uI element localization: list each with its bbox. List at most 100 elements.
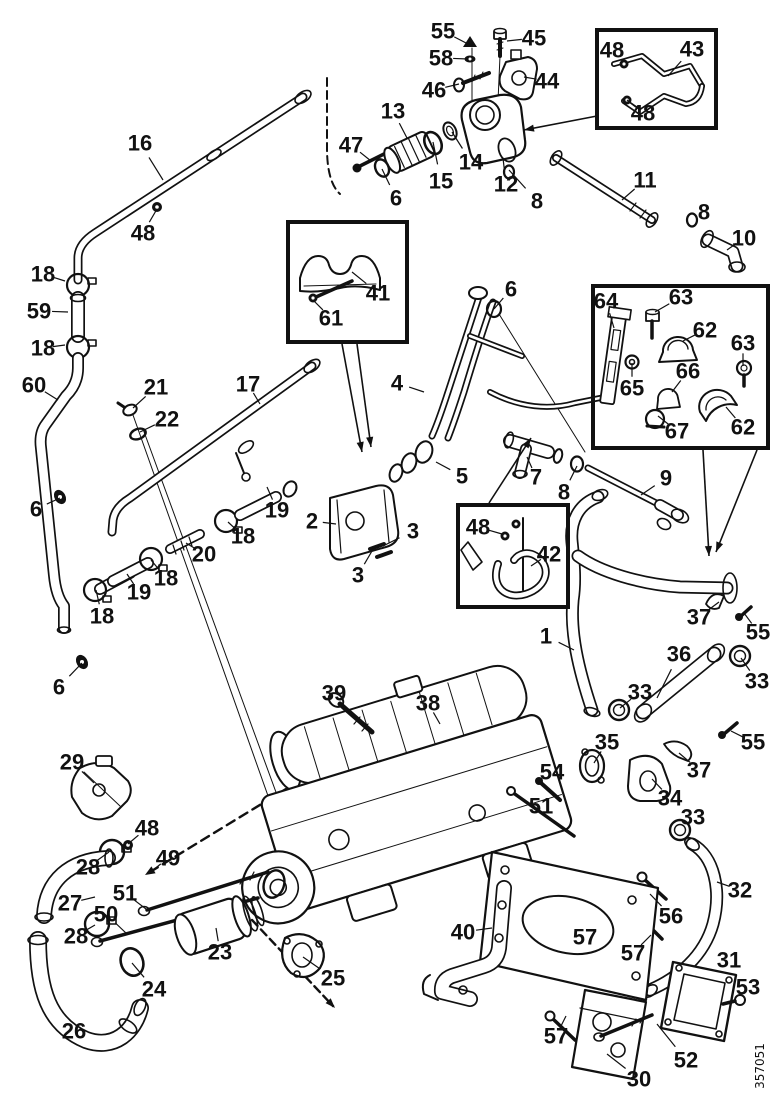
leader-line xyxy=(312,299,324,311)
part-17-pipe xyxy=(107,358,321,537)
leader-line xyxy=(84,924,96,932)
leader-line xyxy=(640,485,656,496)
pointer-arrowhead xyxy=(522,438,531,449)
leader-line xyxy=(671,380,682,393)
part-38-engine-assembly xyxy=(241,664,573,925)
callout-48: 48 xyxy=(466,515,490,540)
callout-31: 31 xyxy=(717,948,741,973)
callout-32: 32 xyxy=(728,878,752,903)
pointer-arrowhead xyxy=(356,441,364,452)
callout-45: 45 xyxy=(522,26,546,51)
parts-54-51-studs xyxy=(506,777,576,838)
bolt-51 xyxy=(145,870,270,912)
clamp-18 xyxy=(82,577,108,603)
leader-line xyxy=(488,529,503,535)
callout-8: 8 xyxy=(558,480,570,505)
leader-line xyxy=(626,99,637,108)
ring-33 xyxy=(668,818,692,842)
callout-7: 7 xyxy=(530,465,542,490)
parts-18-59-60 xyxy=(34,272,97,670)
leader-line xyxy=(97,851,110,861)
callout-13: 13 xyxy=(381,99,405,124)
callout-33: 33 xyxy=(745,669,769,694)
leader-line xyxy=(593,751,602,764)
leader-line xyxy=(127,834,139,845)
leader-line xyxy=(716,881,730,887)
bolt-57 xyxy=(550,1016,577,1042)
leader-line xyxy=(68,662,83,677)
callout-57: 57 xyxy=(621,941,645,966)
leader-line xyxy=(151,863,162,872)
callout-28: 28 xyxy=(76,855,100,880)
leader-line xyxy=(398,122,408,139)
callout-41: 41 xyxy=(366,281,390,306)
leader-line xyxy=(530,558,542,567)
pointer-line xyxy=(488,437,532,504)
inlet-23 xyxy=(173,895,265,956)
oring-22 xyxy=(129,427,147,441)
line-artwork xyxy=(27,27,753,1081)
mount-plate-and-bracket-40 xyxy=(421,850,660,1007)
leader-line xyxy=(302,956,320,970)
bracket-37 xyxy=(705,593,725,610)
callout-33: 33 xyxy=(681,805,705,830)
callout-65: 65 xyxy=(620,376,644,401)
bolt-55 xyxy=(739,605,753,618)
callout-38: 38 xyxy=(416,691,440,716)
leader-line xyxy=(725,406,736,419)
clamp-66 xyxy=(656,388,681,410)
callout-53: 53 xyxy=(736,975,760,1000)
callout-63: 63 xyxy=(669,285,693,310)
callout-37: 37 xyxy=(687,605,711,630)
leader-line xyxy=(609,312,615,329)
inset-box-bracket-43-detail xyxy=(595,28,718,130)
parts-7-8-9 xyxy=(503,431,690,531)
ring-33 xyxy=(728,644,752,668)
leader-line xyxy=(252,392,261,405)
leader-line xyxy=(432,141,439,165)
stud-51 xyxy=(510,790,576,838)
leader-line xyxy=(95,589,100,605)
leader-line xyxy=(656,668,672,699)
callout-50: 50 xyxy=(94,902,118,927)
callout-48: 48 xyxy=(131,221,155,246)
part-2-housing xyxy=(329,484,400,561)
parts-right-cluster xyxy=(578,593,753,842)
bolt-52 xyxy=(599,1013,654,1038)
leader-line xyxy=(621,188,636,201)
callout-54: 54 xyxy=(540,760,565,785)
oring-8 xyxy=(569,455,585,473)
oring-24b xyxy=(262,869,286,899)
leader-line xyxy=(126,573,135,585)
parts-11-8-10 xyxy=(549,150,746,273)
callout-18: 18 xyxy=(90,604,114,629)
callout-33: 33 xyxy=(628,680,652,705)
callout-6: 6 xyxy=(30,497,42,522)
leader-line xyxy=(139,424,156,433)
callout-64: 64 xyxy=(594,289,619,314)
clamp-62 xyxy=(698,388,738,422)
callout-15: 15 xyxy=(429,169,453,194)
parts-bottom-left xyxy=(27,755,325,1052)
callout-18: 18 xyxy=(231,524,255,549)
leader-line xyxy=(132,396,147,409)
callout-2: 2 xyxy=(306,509,318,534)
clamp-18 xyxy=(138,546,164,572)
construction-lines xyxy=(132,47,586,1008)
part-41-saddle-detail xyxy=(299,255,381,303)
clamp-67 xyxy=(644,408,666,430)
callout-52: 52 xyxy=(674,1048,698,1073)
leader-line xyxy=(606,1053,626,1070)
clamp-18 xyxy=(213,508,239,534)
callout-16: 16 xyxy=(128,131,152,156)
callout-34: 34 xyxy=(658,786,683,811)
leader-line xyxy=(453,57,469,60)
part-1-hose xyxy=(565,488,738,718)
callout-19: 19 xyxy=(127,580,151,605)
pointer-line xyxy=(341,343,363,453)
callout-61: 61 xyxy=(319,306,343,331)
gasket-25 xyxy=(280,933,325,979)
